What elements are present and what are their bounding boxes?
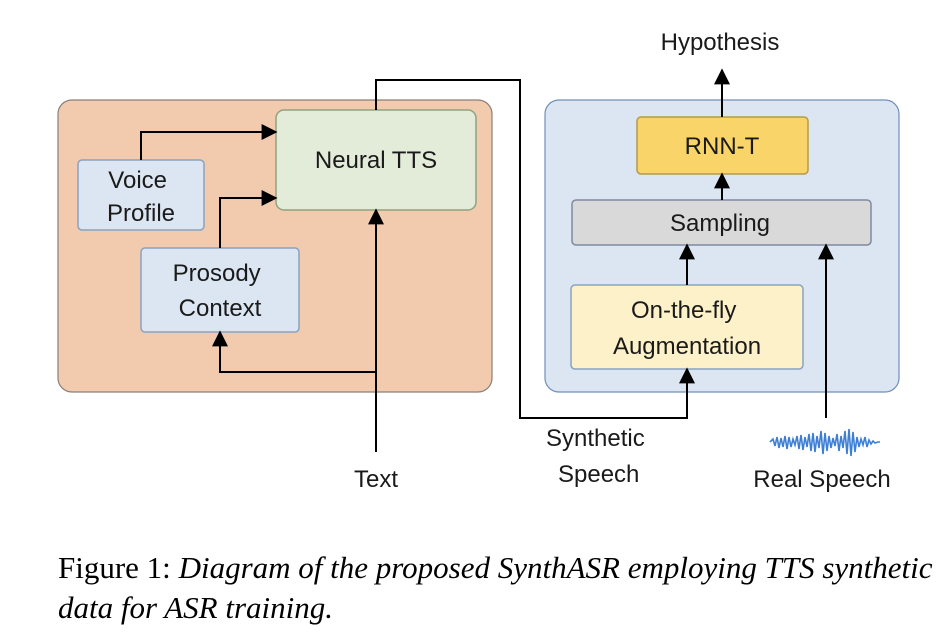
svg-text:On-the-fly Augmentation: On-the-fly Augmentation (613, 297, 761, 360)
figure-caption: Figure 1: Diagram of the proposed SynthA… (58, 548, 938, 628)
real-speech-label: Real Speech (753, 466, 890, 493)
voice-to-tts-arrow (140, 124, 278, 160)
diagram: Voice Profile Prosody Context Neural TTS… (57, 29, 900, 493)
tts-to-augmentation-arrow (375, 79, 695, 419)
caption-label: Figure 1: (58, 550, 171, 585)
voice-profile-label-1: Voice (108, 167, 167, 194)
synthetic-speech-label-1: Synthetic (546, 425, 645, 452)
prosody-context-label-1: Prosody (173, 260, 261, 287)
augmentation-label-1: On-the-fly (631, 297, 736, 324)
sampling-label: Sampling (670, 210, 770, 237)
augmentation-label-2: Augmentation (613, 333, 761, 360)
hypothesis-label: Hypothesis (661, 29, 780, 56)
voice-profile-label-2: Profile (107, 200, 175, 227)
rnn-t-label: RNN-T (685, 133, 760, 160)
svg-text:Prosody Context: Prosody Context (173, 260, 268, 322)
waveform-icon (769, 428, 880, 457)
prosody-to-tts-arrow (219, 190, 278, 248)
caption-text: Diagram of the proposed SynthASR employi… (58, 550, 933, 625)
synthetic-speech-label-2: Speech (558, 461, 639, 488)
svg-text:Voice Profile: Voice Profile (107, 167, 175, 227)
svg-text:Synthetic Speech: Synthetic Speech (546, 425, 651, 488)
text-to-prosody-arrow (212, 330, 376, 373)
text-label: Text (354, 466, 398, 493)
prosody-context-label-2: Context (179, 295, 262, 322)
neural-tts-label: Neural TTS (315, 147, 437, 174)
